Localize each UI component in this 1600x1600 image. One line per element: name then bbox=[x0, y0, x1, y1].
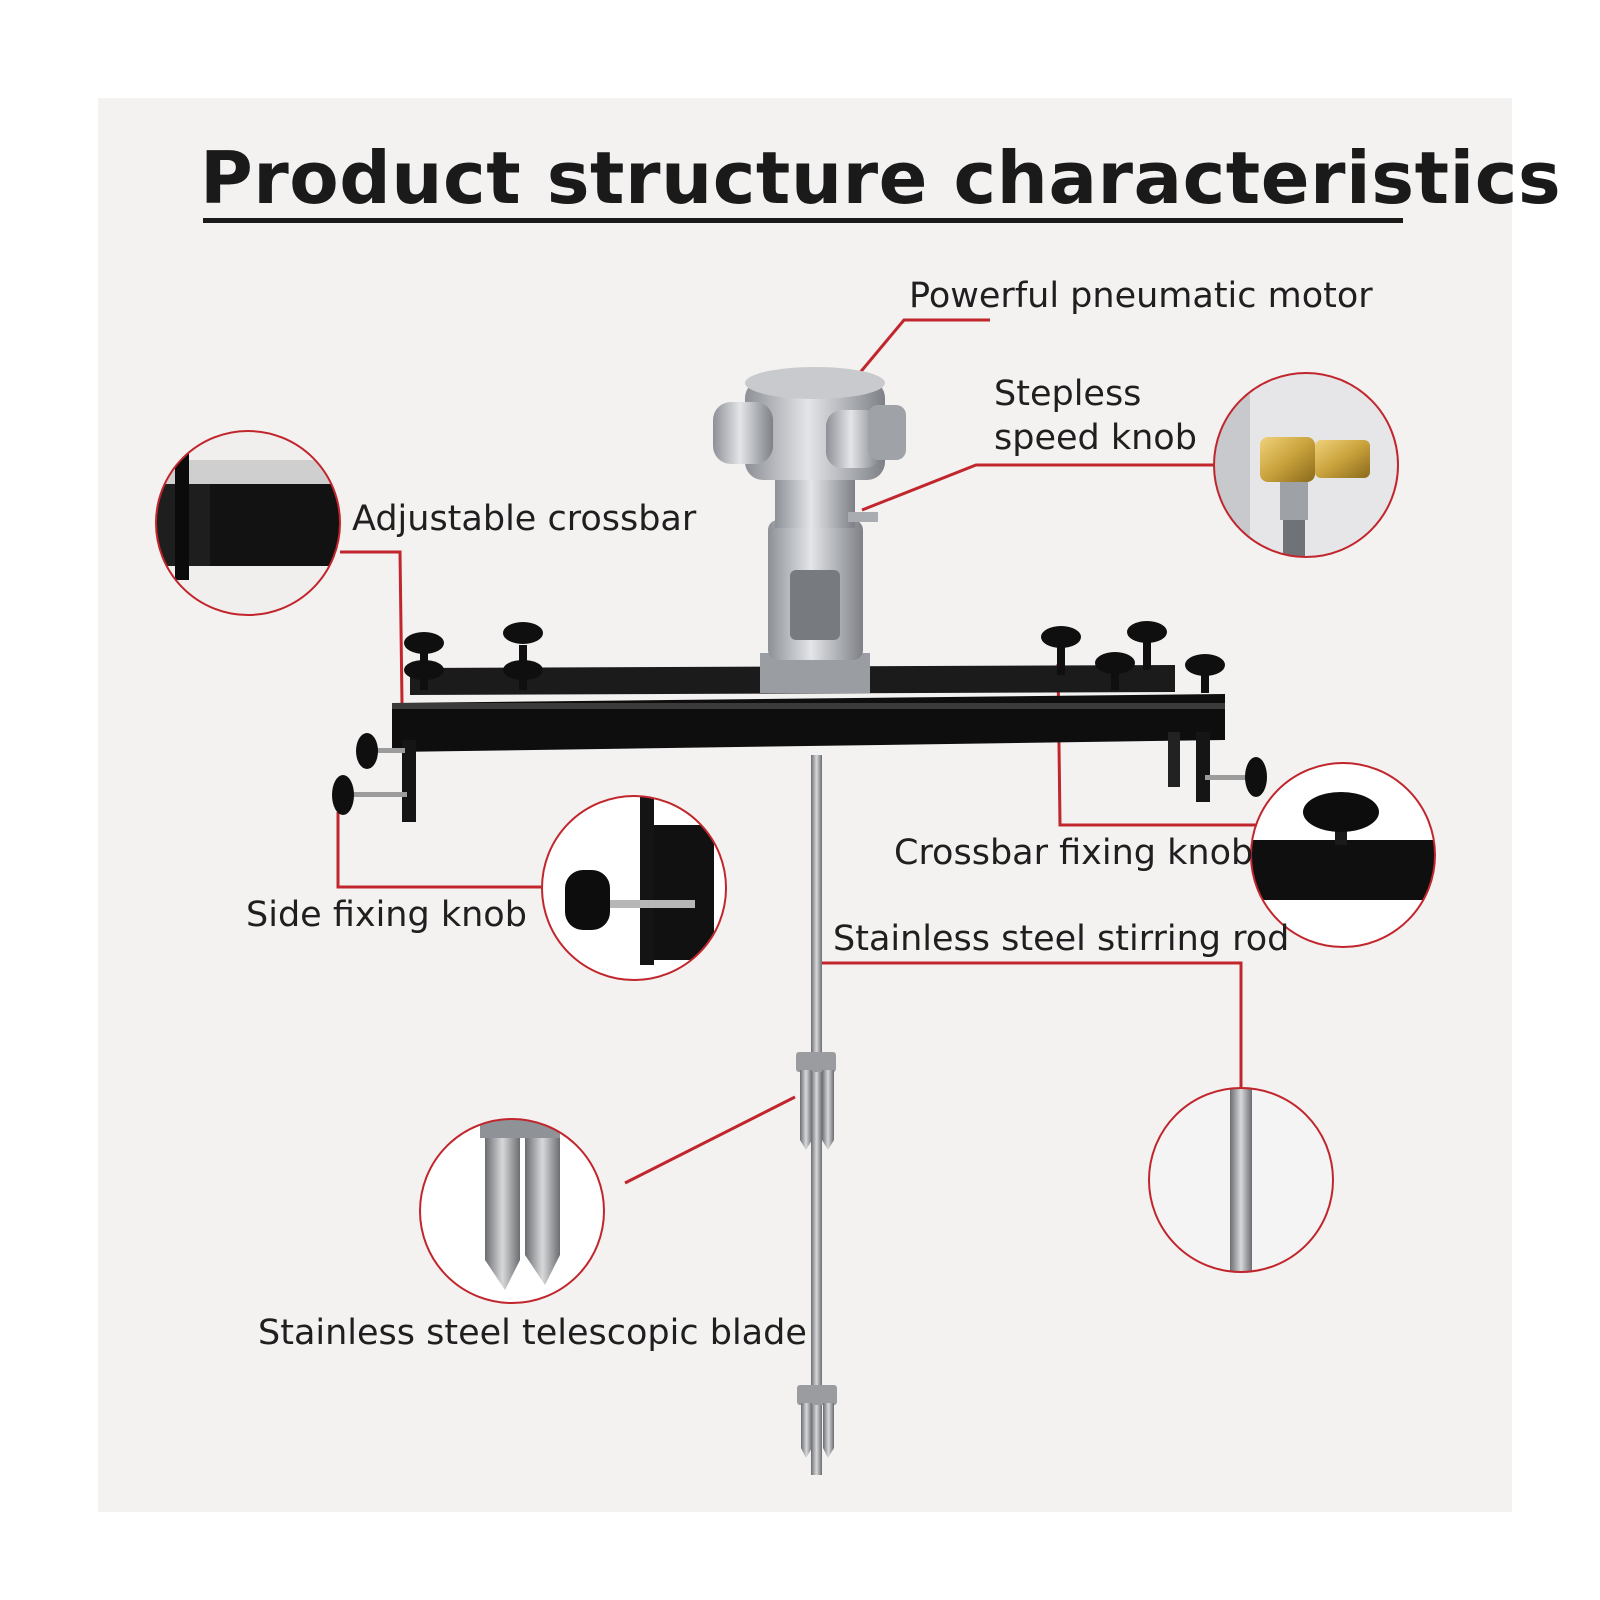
callout-blade: Stainless steel telescopic blade bbox=[258, 1313, 807, 1353]
callout-rod: Stainless steel stirring rod bbox=[833, 919, 1290, 959]
callout-knob-line1: Stepless bbox=[994, 374, 1142, 414]
callout-side-knob: Side fixing knob bbox=[246, 895, 527, 935]
stirring-rod-icon bbox=[811, 755, 822, 1475]
leader-crossbar bbox=[340, 550, 404, 704]
title-underline bbox=[203, 218, 1403, 223]
zoom-speed-knob bbox=[1213, 372, 1399, 558]
knob-icon bbox=[404, 621, 1225, 693]
leader-blade bbox=[624, 1095, 796, 1185]
callout-crossbar: Adjustable crossbar bbox=[352, 499, 697, 539]
page-title: Product structure characteristics bbox=[200, 136, 1562, 220]
callout-crossbar-knob: Crossbar fixing knob bbox=[894, 833, 1254, 873]
leader-rod bbox=[813, 961, 1243, 1090]
leader-lines bbox=[336, 318, 1275, 1185]
callout-motor: Powerful pneumatic motor bbox=[909, 276, 1373, 316]
zoom-crossbar-knob bbox=[1250, 762, 1436, 948]
zoom-stirring-rod bbox=[1148, 1087, 1334, 1273]
zoom-crossbar bbox=[155, 430, 341, 616]
leader-side-knob bbox=[336, 812, 541, 889]
callout-knob-line2: speed knob bbox=[994, 418, 1197, 458]
zoom-telescopic-blade bbox=[419, 1118, 605, 1304]
side-knob-icon bbox=[332, 733, 1267, 815]
leader-motor bbox=[846, 318, 990, 388]
telescopic-blade-icon bbox=[797, 1385, 837, 1458]
upper-blade-icon bbox=[796, 1052, 836, 1150]
leader-speed-knob bbox=[861, 463, 1214, 512]
zoom-side-knob bbox=[541, 795, 727, 981]
pneumatic-motor-icon bbox=[713, 367, 906, 693]
